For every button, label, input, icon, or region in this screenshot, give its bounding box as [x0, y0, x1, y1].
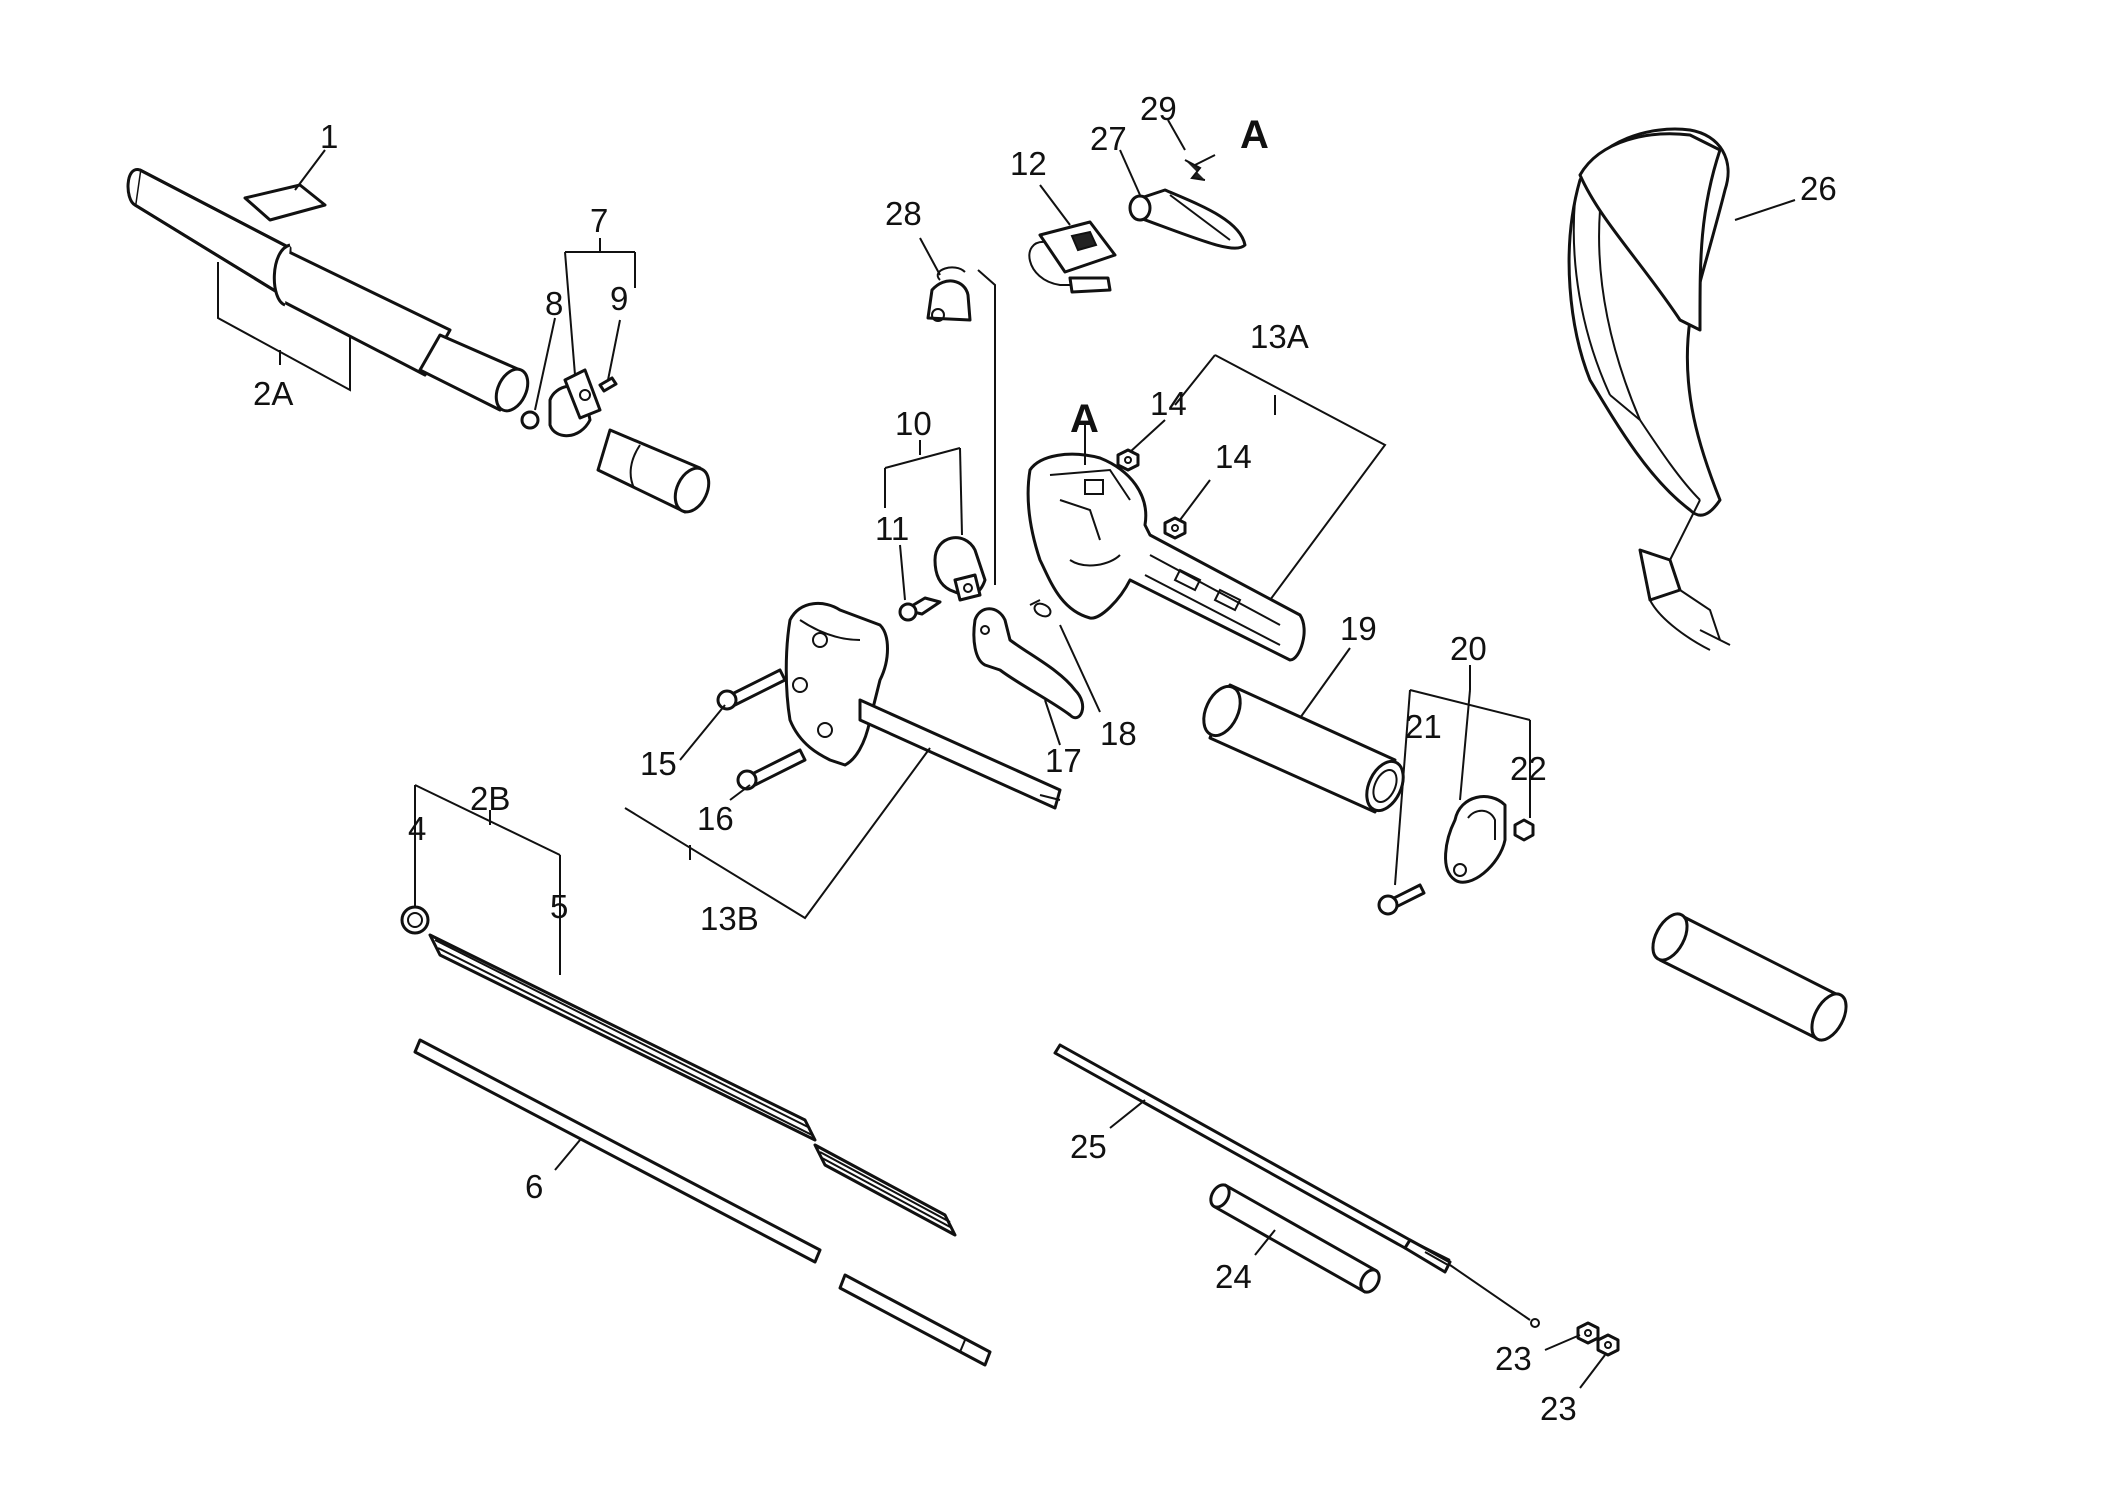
label-27: 27: [1090, 120, 1127, 157]
label-23b: 23: [1540, 1390, 1577, 1427]
part-23-nut-b: [1596, 1333, 1620, 1357]
label-4: 4: [408, 810, 426, 847]
part-end-grip: [1651, 912, 1848, 1042]
label-5: 5: [550, 888, 568, 925]
callout-labels: 1 2A 2B 4 5 6 7 8 9 10 11 12 13A 13B 14 …: [253, 90, 1837, 1427]
part-18-spring: [1029, 599, 1052, 618]
part-22-nut: [1513, 818, 1535, 842]
label-13B: 13B: [700, 900, 759, 937]
part-5-liner: [428, 933, 957, 1237]
label-14b: 14: [1215, 438, 1252, 475]
label-15: 15: [640, 745, 677, 782]
part-29-spring: [1184, 159, 1206, 181]
label-6: 6: [525, 1168, 543, 1205]
label-26: 26: [1800, 170, 1837, 207]
label-25: 25: [1070, 1128, 1107, 1165]
part-23-nut-a: [1576, 1321, 1600, 1345]
reference-A-top: A: [1240, 113, 1269, 157]
part-21-screw: [1377, 883, 1426, 916]
label-22: 22: [1510, 750, 1547, 787]
label-2A: 2A: [253, 375, 293, 412]
part-13B-handle-lower: [784, 601, 1062, 810]
part-20-bracket: [1444, 795, 1507, 884]
label-9: 9: [610, 280, 628, 317]
label-12: 12: [1010, 145, 1047, 182]
part-25-cable: [1053, 1043, 1540, 1328]
part-11-screw: [898, 596, 942, 622]
part-19-grip: [1202, 683, 1405, 814]
label-23a: 23: [1495, 1340, 1532, 1377]
part-16-screw: [736, 748, 807, 791]
part-17-trigger: [972, 607, 1085, 719]
part-7-clamp: [520, 368, 618, 438]
part-2A-main-tube: [126, 168, 530, 413]
label-28: 28: [885, 195, 922, 232]
label-24: 24: [1215, 1258, 1252, 1295]
part-13A-handle-upper: [1026, 452, 1306, 662]
label-7: 7: [590, 202, 608, 239]
part-14-nut-a: [1116, 448, 1140, 472]
label-18: 18: [1100, 715, 1137, 752]
part-26-strap: [1567, 127, 1731, 651]
label-21: 21: [1405, 708, 1442, 745]
part-10-clamp: [933, 536, 987, 602]
part-15-screw: [716, 668, 787, 711]
label-10: 10: [895, 405, 932, 442]
label-11: 11: [875, 510, 909, 547]
part-27-cover: [1128, 188, 1247, 250]
part-6-drive-shaft: [413, 1038, 992, 1367]
part-14-nut-b: [1163, 516, 1187, 540]
label-13A: 13A: [1250, 318, 1309, 355]
label-16: 16: [697, 800, 734, 837]
part-sleeve: [596, 428, 711, 514]
part-4-ring: [400, 905, 430, 935]
label-8: 8: [545, 285, 563, 322]
label-1: 1: [320, 118, 338, 155]
part-28-clip: [926, 266, 972, 322]
label-19: 19: [1340, 610, 1377, 647]
label-14a: 14: [1150, 385, 1187, 422]
label-20: 20: [1450, 630, 1487, 667]
part-1-decal: [243, 183, 327, 222]
reference-A-handle: A: [1070, 397, 1099, 441]
part-24-rod: [1209, 1183, 1381, 1294]
leader-lines: [217, 119, 1796, 1389]
label-2B: 2B: [470, 780, 510, 817]
label-29: 29: [1140, 90, 1177, 127]
part-12-switch: [1028, 220, 1117, 294]
label-17: 17: [1045, 742, 1082, 779]
